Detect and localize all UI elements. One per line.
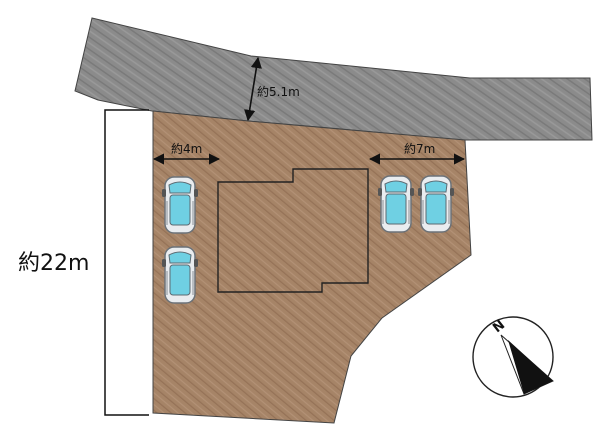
depth-dimension-bracket [104,109,149,416]
frontage-right-label: 約7m [404,141,435,156]
parked-car-1 [161,176,199,234]
parked-car-2 [161,246,199,304]
parked-car-4 [417,175,455,233]
building-footprint [217,168,369,293]
depth-label: 約22m [18,251,89,276]
north-arrow-compass: N [472,316,554,398]
road-width-label: 約5.1m [257,84,300,99]
parked-car-3 [377,175,415,233]
frontage-left-label: 約4m [171,141,202,156]
road-width-arrow [244,56,262,122]
site-lot [152,110,472,424]
